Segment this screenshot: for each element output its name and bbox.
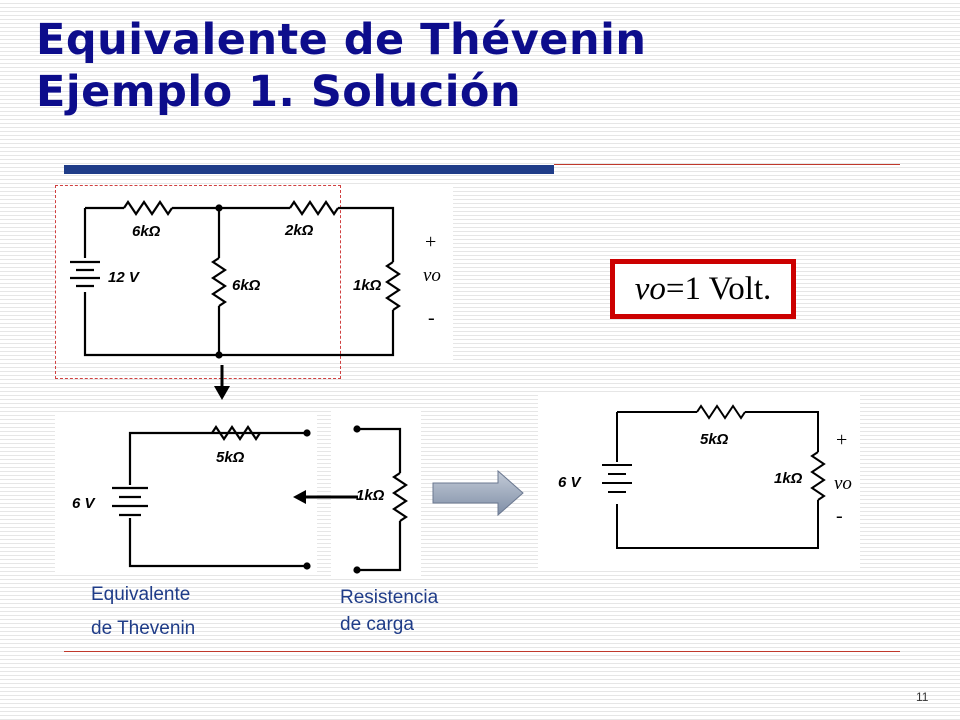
load-panel (331, 408, 421, 576)
resistor-5k-final (696, 404, 746, 420)
title-divider-line (554, 164, 900, 165)
result-text: vo=1 Volt. (615, 264, 791, 314)
label-2k: 2kΩ (284, 222, 314, 239)
footer-divider-line (64, 651, 900, 652)
resistor-1k-load (385, 261, 401, 311)
resistor-1k-standalone (392, 472, 408, 522)
label-1k-final: 1kΩ (774, 470, 803, 487)
thevenin-caption: Equivalente de Thevenin (91, 578, 195, 646)
down-arrow-icon (214, 365, 230, 400)
label-6k-shunt: 6kΩ (232, 277, 261, 294)
output-minus: - (428, 307, 435, 329)
label-6k-series: 6kΩ (132, 223, 161, 240)
resistor-1k-final (810, 451, 826, 501)
final-circuit (602, 404, 826, 549)
result-box: vo=1 Volt. (610, 259, 796, 319)
output-vo: vo (423, 265, 441, 286)
source-label-6v-thevenin: 6 V (72, 495, 97, 512)
left-arrow-icon (293, 490, 358, 504)
title-line-2: Ejemplo 1. Solución (36, 67, 522, 117)
load-caption-line-1: Resistencia (340, 587, 439, 608)
thevenin-selection-box (55, 185, 341, 379)
original-circuit-panel (55, 186, 453, 362)
thevenin-panel (55, 412, 317, 574)
slide-title: Equivalente de Thévenin Ejemplo 1. Soluc… (36, 14, 646, 118)
final-output-minus: - (836, 505, 843, 527)
load-caption-line-2: de carga (340, 614, 414, 635)
title-accent-bar (64, 165, 554, 174)
final-output-vo: vo (834, 473, 852, 494)
result-variable: vo (634, 270, 666, 307)
source-label-6v-final: 6 V (558, 474, 583, 491)
label-1k-standalone: 1kΩ (356, 487, 385, 504)
label-5k-final: 5kΩ (700, 431, 729, 448)
output-plus: + (425, 231, 436, 253)
page-number: 11 (916, 690, 929, 704)
original-circuit (70, 200, 401, 359)
thevenin-caption-line-1: Equivalente (91, 584, 191, 605)
right-block-arrow-icon (432, 469, 524, 517)
title-line-1: Equivalente de Thévenin (36, 15, 647, 65)
thevenin-caption-line-2: de Thevenin (91, 618, 196, 639)
final-output-plus: + (836, 429, 847, 451)
label-1k: 1kΩ (353, 277, 382, 294)
resistor-5k-thevenin (211, 425, 261, 441)
resistor-6k-series (123, 200, 173, 216)
load-circuit (353, 425, 408, 574)
result-expression: =1 Volt. (665, 270, 772, 307)
label-5k-thevenin: 5kΩ (216, 449, 245, 466)
load-caption: Resistencia de carga (340, 584, 438, 638)
thevenin-circuit (112, 425, 311, 570)
resistor-2k (289, 200, 339, 216)
source-label-12v: 12 V (108, 269, 141, 286)
resistor-6k-shunt (211, 257, 227, 307)
final-circuit-panel (538, 393, 860, 569)
